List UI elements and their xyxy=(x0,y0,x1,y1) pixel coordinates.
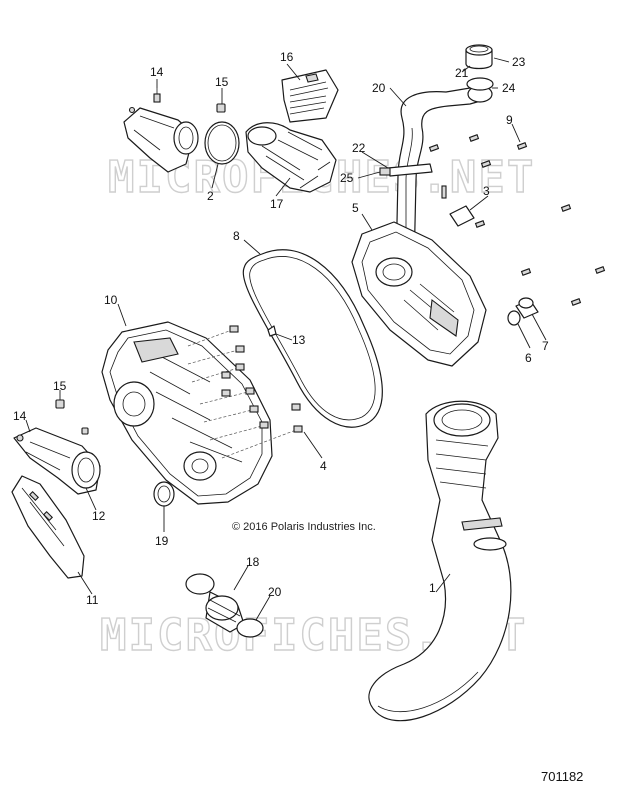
callout-25: 25 xyxy=(340,171,354,185)
part-6-oring xyxy=(507,310,521,326)
callout-16: 16 xyxy=(280,50,294,64)
part-17-intake-duct xyxy=(245,122,337,193)
callout-7: 7 xyxy=(542,339,549,353)
callouts: 14 15 2 16 17 20 21 23 24 9 22 25 3 5 8 … xyxy=(13,50,549,607)
callout-9: 9 xyxy=(506,113,513,127)
callout-6: 6 xyxy=(525,351,532,365)
callout-22: 22 xyxy=(352,141,366,155)
callout-20-lower: 20 xyxy=(268,585,282,599)
callout-24: 24 xyxy=(502,81,516,95)
part-19-seal xyxy=(153,481,175,507)
part-3-plate xyxy=(449,205,475,227)
cover-bolts xyxy=(428,134,606,306)
callout-10: 10 xyxy=(104,293,118,307)
part-10-inner-cover xyxy=(101,321,273,505)
callout-5: 5 xyxy=(352,201,359,215)
part-4-bolts xyxy=(187,325,303,459)
callout-20-top: 20 xyxy=(372,81,386,95)
callout-12: 12 xyxy=(92,509,106,523)
part-22-clamp xyxy=(379,163,433,177)
part-16-filter xyxy=(281,69,339,123)
part-1-large-duct xyxy=(368,400,512,722)
part-7-plug xyxy=(515,297,539,319)
copyright-notice: © 2016 Polaris Industries Inc. xyxy=(232,521,376,533)
part-15-nut-lower xyxy=(55,399,89,435)
part-18-coupler xyxy=(185,573,264,638)
part-15-nut-top xyxy=(216,103,226,113)
callout-1: 1 xyxy=(429,581,436,595)
callout-17: 17 xyxy=(270,197,284,211)
part-8-belt xyxy=(242,249,383,428)
part-23-cap xyxy=(465,44,493,70)
callout-8: 8 xyxy=(233,229,240,243)
callout-2: 2 xyxy=(207,189,214,203)
reference-number: 701182 xyxy=(541,769,584,784)
callout-15-lower: 15 xyxy=(53,379,67,393)
callout-14-top: 14 xyxy=(150,65,164,79)
callout-18: 18 xyxy=(246,555,260,569)
callout-15-top: 15 xyxy=(215,75,229,89)
callout-3: 3 xyxy=(483,184,490,198)
callout-19: 19 xyxy=(155,534,169,548)
part-12-duct xyxy=(13,427,101,495)
part-5-outer-cover xyxy=(351,221,487,367)
part-24-ring xyxy=(466,77,494,91)
callout-21: 21 xyxy=(455,66,469,80)
callout-11: 11 xyxy=(86,593,99,607)
part-14-bracket-top xyxy=(123,88,199,173)
part-20-tube-upper xyxy=(395,85,493,269)
part-2-clamp xyxy=(204,121,240,165)
callout-13: 13 xyxy=(292,333,306,347)
callout-4: 4 xyxy=(320,459,327,473)
part-11-cover-plate xyxy=(11,475,85,579)
leader-lines xyxy=(25,57,547,621)
callout-14-lower: 14 xyxy=(13,409,27,423)
callout-23: 23 xyxy=(512,55,526,69)
